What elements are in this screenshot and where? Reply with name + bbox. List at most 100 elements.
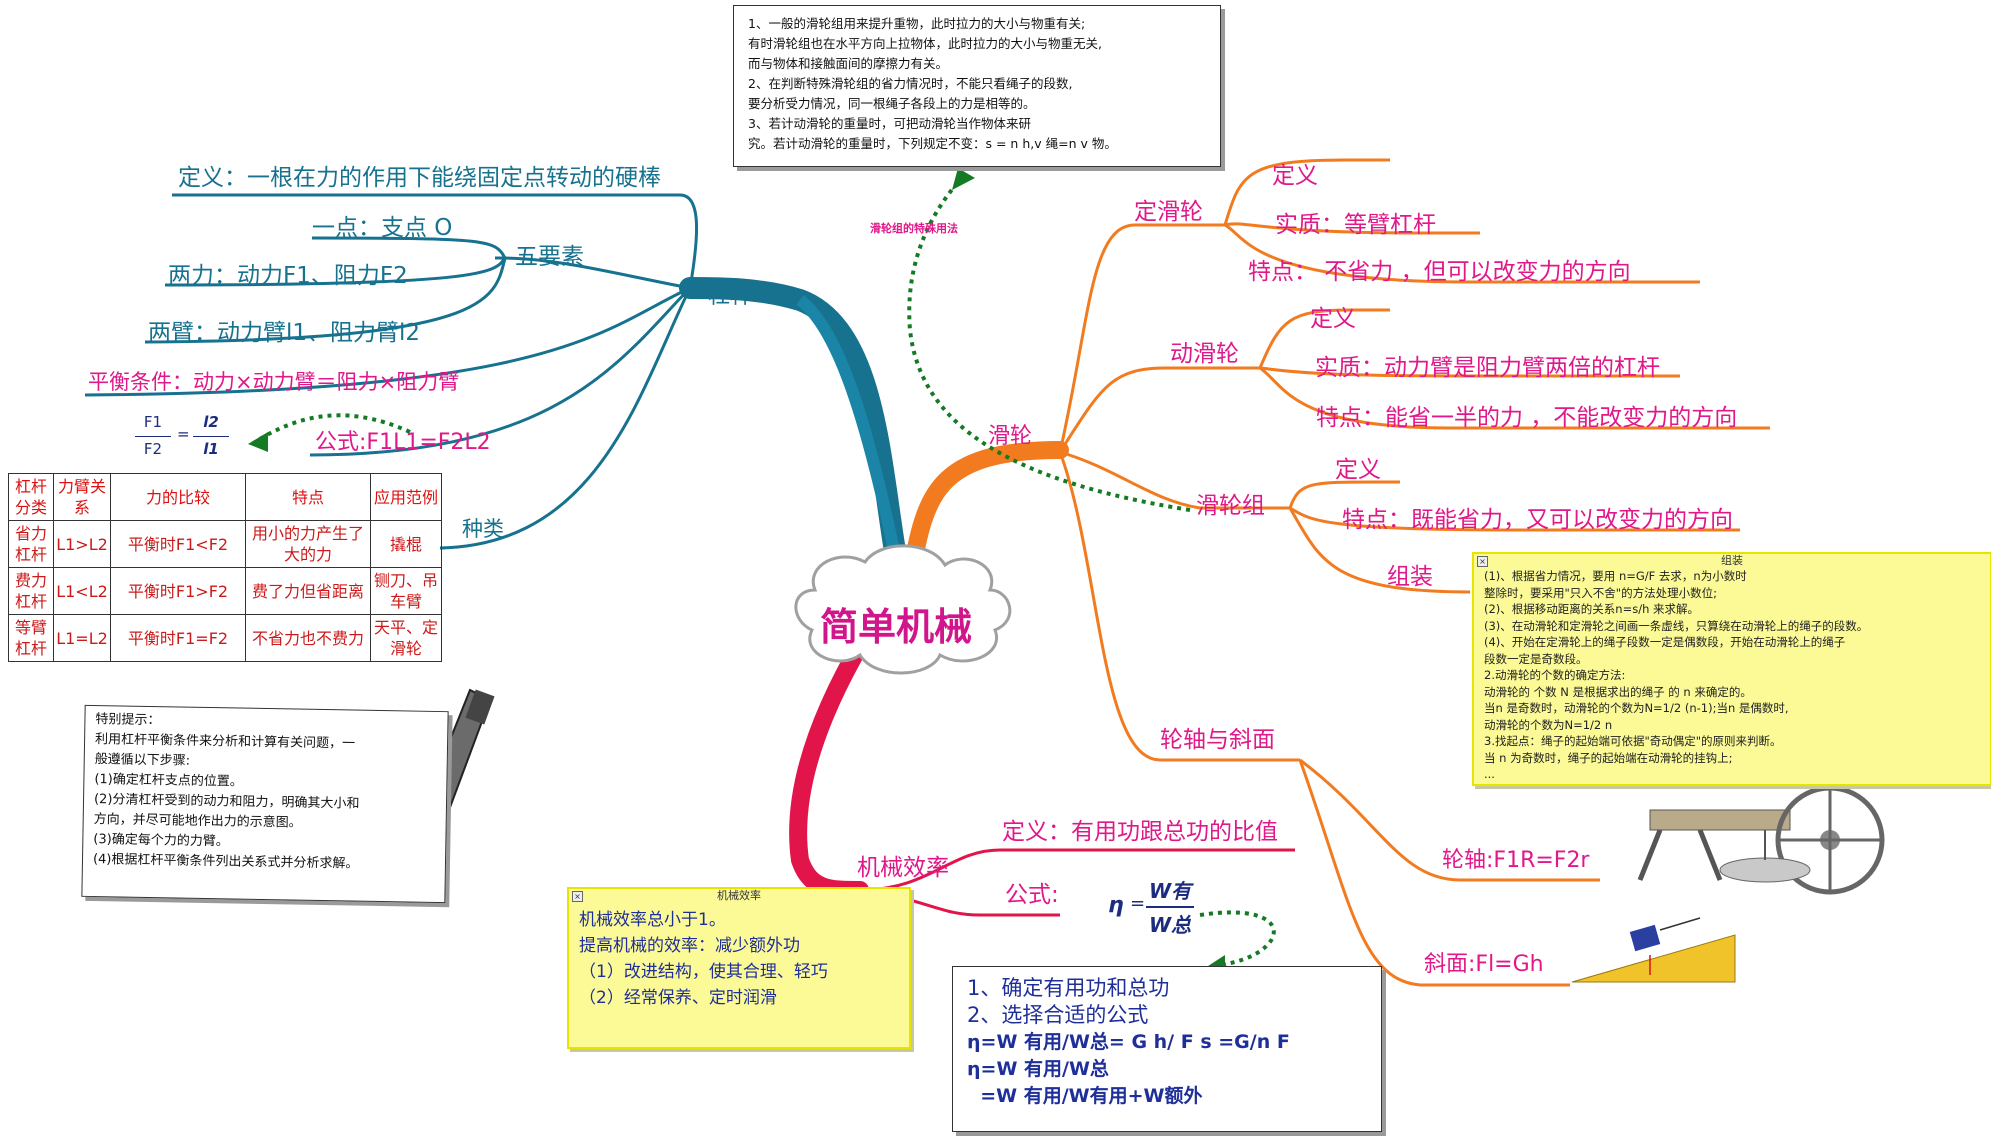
- step-line: η=W 有用/W总: [967, 1058, 1109, 1080]
- efficiency-topic[interactable]: 机械效率: [857, 855, 949, 881]
- efficiency-note-title: 机械效率: [717, 889, 761, 902]
- step-line: 1、确定有用功和总功: [967, 976, 1170, 1000]
- note-line: (3)、在动滑轮和定滑轮之间画一条虚线，只算绕在动滑轮上的绳子的段数。: [1484, 618, 1869, 633]
- special-usage-label[interactable]: 滑轮组的特殊用法: [870, 222, 958, 235]
- formula-arrow: [253, 413, 411, 444]
- table-header: 杠杆分类: [8, 473, 54, 521]
- lever-five-branch: [495, 256, 691, 290]
- incline-formula[interactable]: 斜面:Fl=Gh: [1424, 952, 1544, 977]
- table-cell: 平衡时F1>F2: [110, 567, 246, 615]
- table-cell: 费力杠杆: [8, 567, 54, 615]
- note-line: 有时滑轮组也在水平方向上拉物体，此时拉力的大小与物重无关,: [748, 36, 1102, 51]
- lever-definition[interactable]: 定义：一根在力的作用下能绕固定点转动的硬棒: [178, 165, 661, 191]
- note-line: 动滑轮的 个数 N 是根据求出的绳子 的 n 来确定的。: [1484, 684, 1752, 699]
- efficiency-definition[interactable]: 定义：有用功跟总功的比值: [1002, 819, 1278, 845]
- note-line: 2、在判断特殊滑轮组的省力情况时，不能只看绳子的段数,: [748, 76, 1073, 91]
- fixed-pulley-branch: [1058, 223, 1225, 453]
- pulley-block-assembly[interactable]: 组装: [1387, 564, 1433, 590]
- table-cell: 平衡时F1=F2: [110, 614, 246, 662]
- note-line: 而与物体和接触面间的摩擦力有关。: [748, 56, 949, 71]
- movable-pulley-essence[interactable]: 实质：动力臂是阻力臂两倍的杠杆: [1315, 355, 1660, 381]
- table-header: 特点: [245, 473, 371, 521]
- table-cell: L1>L2: [53, 520, 111, 568]
- note-line: 3.找起点：绳子的起始端可依据"奇动偶定"的原则来判断。: [1484, 734, 1782, 748]
- note-line: 究。若计动滑轮的重量时，下列规定不变：s = n h,v 绳=n v 物。: [748, 136, 1117, 151]
- table-cell: L1<L2: [53, 567, 111, 615]
- assembly-note[interactable]: × 组装 (1)、根据省力情况，要用 n=G/F 去求，n为小数时 整除时，要采…: [1472, 552, 1991, 786]
- note-line: (4)、开始在定滑轮上的绳子段数一定是偶数段，开始在动滑轮上的绳子: [1484, 635, 1846, 649]
- efficiency-note[interactable]: × 机械效率 机械效率总小于1。 提高机械的效率：减少额外功 （1）改进结构，使…: [567, 887, 911, 1049]
- note-line: （2）经常保养、定时润滑: [579, 988, 777, 1008]
- fixed-pulley-def[interactable]: 定义: [1272, 163, 1318, 189]
- ratio-right-den: l1: [203, 440, 219, 458]
- note-line: 3、若计动滑轮的重量时，可把动滑轮当作物体来研: [748, 116, 1031, 131]
- lever-tip-note[interactable]: 特别提示： 利用杠杆平衡条件来分析和计算有关问题，一 般遵循以下步骤: (1)确…: [81, 704, 449, 904]
- ratio-right-num: l2: [203, 413, 219, 431]
- pulley-block-def[interactable]: 定义: [1335, 457, 1381, 483]
- note-line: 提高机械的效率：减少额外功: [579, 936, 800, 956]
- table-cell: 不省力也不费力: [245, 614, 371, 662]
- movable-pulley-feature[interactable]: 特点：能省一半的力 ，不能改变力的方向: [1316, 405, 1738, 431]
- five-elements-item-2[interactable]: 两力：动力F1、阻力F2: [168, 263, 408, 289]
- fixed-pulley-essence[interactable]: 实质：等臂杠杆: [1275, 212, 1436, 238]
- table-cell: 平衡时F1<F2: [110, 520, 246, 568]
- lever-formula[interactable]: 公式:F1L1=F2L2: [315, 430, 491, 455]
- note-line: (1)、根据省力情况，要用 n=G/F 去求，n为小数时: [1484, 569, 1747, 583]
- efficiency-formula-label[interactable]: 公式:: [1005, 882, 1059, 908]
- five-elements-label[interactable]: 五要素: [515, 244, 584, 270]
- note-line: 1、一般的滑轮组用来提升重物，此时拉力的大小与物重有关;: [748, 16, 1086, 31]
- wheel-incline-topic[interactable]: 轮轴与斜面: [1160, 727, 1275, 753]
- wheel-axle-formula[interactable]: 轮轴:F1R=F2r: [1442, 848, 1590, 873]
- eta-symbol: η: [1108, 893, 1124, 918]
- pulley-block-feature[interactable]: 特点：既能省力，又可以改变力的方向: [1342, 507, 1733, 533]
- lever-types-table: 杠杆分类 力臂关系 力的比较 特点 应用范例 省力杠杆 L1>L2 平衡时F1<…: [8, 473, 442, 662]
- balance-condition[interactable]: 平衡条件：动力×动力臂＝阻力×阻力臂: [88, 370, 460, 394]
- center-topic[interactable]: 简单机械: [820, 605, 973, 649]
- fixed-pulley-label[interactable]: 定滑轮: [1134, 199, 1203, 225]
- close-icon[interactable]: ×: [1477, 556, 1488, 567]
- wheel-axle-branch: [1058, 451, 1300, 762]
- incline-illustration: [1571, 917, 1736, 983]
- table-cell: 费了力但省距离: [245, 567, 371, 615]
- step-line: η=W 有用/W总= G h/ F s =G/n F: [967, 1031, 1290, 1053]
- pulley-block-label[interactable]: 滑轮组: [1196, 493, 1265, 519]
- table-cell: 省力杠杆: [8, 520, 54, 568]
- lever-types-label[interactable]: 种类: [462, 517, 504, 541]
- efficiency-formula: η = W有 W总: [1108, 875, 1198, 945]
- table-cell: 撬棍: [370, 520, 442, 568]
- ratio-left-den: F2: [143, 440, 163, 458]
- table-cell: 铡刀、吊车臂: [370, 567, 442, 615]
- note-line: （1）改进结构，使其合理、轻巧: [579, 962, 828, 982]
- table-row: 费力杠杆 L1<L2 平衡时F1>F2 费了力但省距离 铡刀、吊车臂: [8, 567, 442, 615]
- table-cell: L1=L2: [53, 614, 111, 662]
- note-line: 段数一定是奇数段。: [1484, 651, 1588, 666]
- lever-def-branch: [172, 193, 698, 289]
- movable-pulley-label[interactable]: 动滑轮: [1170, 341, 1239, 367]
- efficiency-steps-box[interactable]: 1、确定有用功和总功 2、选择合适的公式 η=W 有用/W总= G h/ F s…: [952, 966, 1382, 1132]
- table-header: 力臂关系: [53, 473, 111, 521]
- note-line: 2.动滑轮的个数的确定方法:: [1484, 668, 1626, 682]
- table-cell: 用小的力产生了大的力: [245, 520, 371, 568]
- lever-topic[interactable]: 杠杆: [708, 284, 753, 309]
- fixed-pulley-feature[interactable]: 特点： 不省力 ，但可以改变力的方向: [1248, 259, 1631, 285]
- lever-ratio-formula: F1 F2 = l2 l1: [135, 413, 245, 467]
- note-line: 要分析受力情况，同一根绳子各段上的力是相等的。: [748, 96, 1036, 111]
- efficiency-denominator: W总: [1148, 913, 1192, 937]
- note-line: 当 n 为奇数时，绳子的起始端在动滑轮的挂钩上;: [1484, 750, 1733, 765]
- movable-pulley-def[interactable]: 定义: [1310, 306, 1356, 332]
- close-icon[interactable]: ×: [572, 891, 583, 902]
- table-cell: 天平、定滑轮: [370, 614, 442, 662]
- table-row: 省力杠杆 L1>L2 平衡时F1<F2 用小的力产生了大的力 撬棍: [8, 520, 442, 568]
- note-line: 整除时，要采用"只入不舍"的方法处理小数位;: [1484, 585, 1717, 600]
- lever-formula-branch: [309, 286, 692, 457]
- lever-types-branch: [439, 287, 692, 550]
- pulley-topic[interactable]: 滑轮: [988, 424, 1033, 449]
- efficiency-numerator: W有: [1148, 879, 1192, 903]
- table-header: 力的比较: [110, 473, 246, 521]
- table-header-row: 杠杆分类 力臂关系 力的比较 特点 应用范例: [8, 473, 442, 521]
- special-usage-note[interactable]: 1、一般的滑轮组用来提升重物，此时拉力的大小与物重有关; 有时滑轮组也在水平方向…: [733, 5, 1221, 167]
- five-elements-item-1[interactable]: 一点：支点 O: [312, 215, 453, 241]
- five-elements-item-3[interactable]: 两臂：动力臂l1、阻力臂l2: [148, 320, 421, 346]
- assembly-note-title: 组装: [1721, 554, 1743, 567]
